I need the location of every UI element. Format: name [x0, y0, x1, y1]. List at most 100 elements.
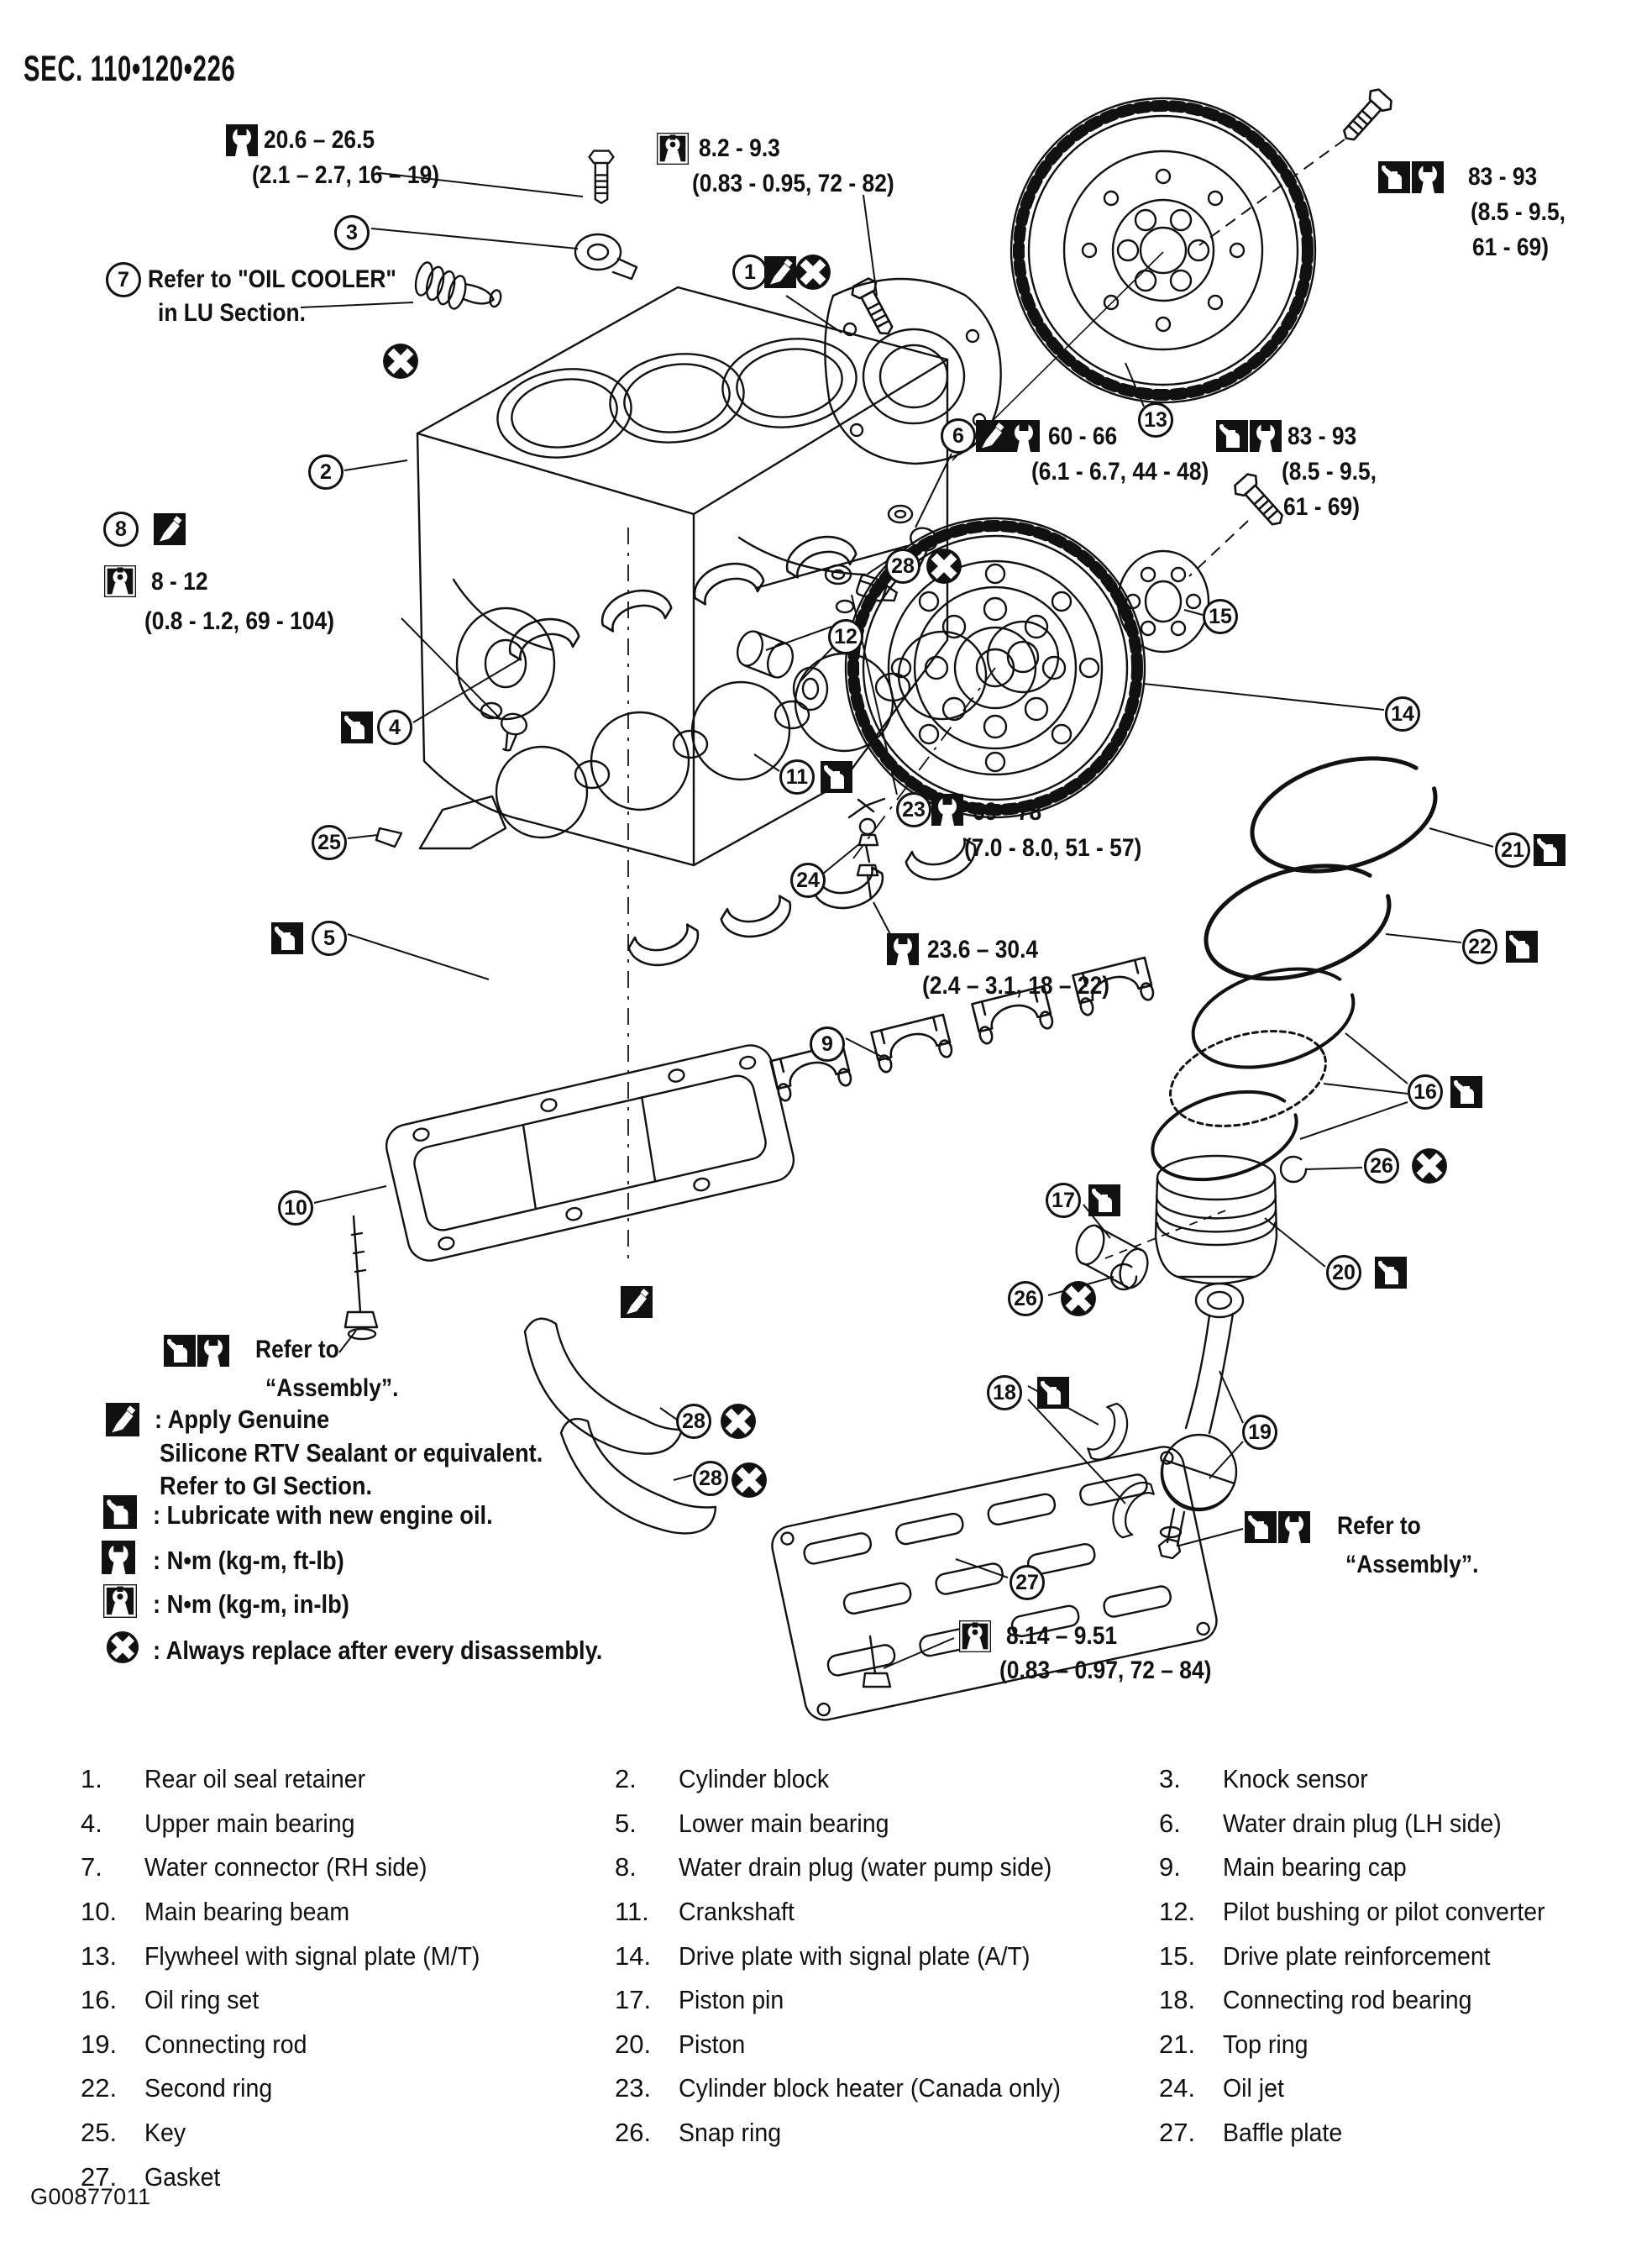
legend-oil-icon — [103, 1495, 137, 1529]
callout-balloon-10: 10 — [278, 1190, 313, 1226]
legend-text-0: : Apply Genuine — [155, 1405, 330, 1434]
oil-icon — [1450, 1076, 1482, 1108]
sealant-icon — [764, 256, 796, 288]
callout-balloon-9: 9 — [810, 1026, 845, 1062]
part-list-cell: 4.Upper main bearing — [81, 1802, 615, 1846]
annotation-text: “Assembly”. — [1345, 1551, 1479, 1578]
callout-balloon-17: 17 — [1046, 1183, 1081, 1218]
annotation-text: (0.83 – 0.97, 72 – 84) — [999, 1657, 1212, 1684]
part-list-cell: 22.Second ring — [81, 2066, 615, 2111]
legend-sealant-icon — [106, 1403, 139, 1436]
part-list-cell: 6.Water drain plug (LH side) — [1159, 1802, 1592, 1846]
part-name: Piston — [679, 2029, 746, 2059]
legend-text-3: : N•m (kg-m, in-lb) — [153, 1589, 349, 1619]
annotation-text: Refer to "OIL COOLER" — [148, 265, 396, 293]
legend-wrench-inlb-icon — [103, 1584, 137, 1618]
part-list-cell: 25. Key — [81, 2111, 615, 2155]
part-number: 20. — [615, 2029, 652, 2059]
part-name: Water drain plug (water pump side) — [679, 1852, 1052, 1882]
wrench-icon — [1412, 161, 1444, 193]
part-name: Key — [144, 2118, 186, 2148]
part-list-cell: 14.Drive plate with signal plate (A/T) — [615, 1934, 1159, 1978]
part-list-cell: 24.Oil jet — [1159, 2066, 1592, 2111]
part-name: Flywheel with signal plate (M/T) — [144, 1940, 480, 1971]
replace-x-icon — [926, 548, 962, 585]
callout-balloon-21: 21 — [1495, 832, 1530, 868]
annotation-text: 69 - 78 — [973, 798, 1042, 826]
part-list-cell: 5. Lower main bearing — [615, 1802, 1159, 1846]
annotation-text: 61 - 69) — [1283, 493, 1360, 521]
part-name: Lower main bearing — [679, 1808, 889, 1838]
part-name: Baffle plate — [1223, 2118, 1343, 2148]
legend-replace-x-icon — [106, 1630, 139, 1664]
annotation-text: 23.6 – 30.4 — [927, 936, 1039, 963]
oil-icon — [1375, 1257, 1407, 1289]
legend-text-0: Refer to GI Section. — [160, 1471, 373, 1500]
callout-balloon-28: 28 — [885, 549, 920, 584]
wrench-inlb-icon — [959, 1620, 991, 1652]
part-list-cell — [1159, 2155, 1592, 2199]
part-list-cell: 17.Piston pin — [615, 1978, 1159, 2023]
annotation-text: 60 - 66 — [1048, 423, 1118, 450]
oil-icon — [821, 761, 852, 793]
oil-icon — [1245, 1511, 1277, 1543]
wrench-icon — [197, 1335, 229, 1367]
part-number: 15. — [1159, 1940, 1196, 1971]
wrench-icon — [1008, 420, 1040, 452]
wrench-icon — [1250, 420, 1282, 452]
part-number: 5. — [615, 1808, 637, 1838]
oil-icon — [1534, 834, 1565, 866]
part-number: 12. — [1159, 1897, 1196, 1927]
replace-x-icon — [731, 1462, 768, 1499]
part-number: 16. — [81, 1985, 118, 2015]
part-name: Pilot bushing or pilot converter — [1223, 1897, 1545, 1927]
part-list-cell: 2.Cylinder block — [615, 1757, 1159, 1802]
annotation-text: in LU Section. — [158, 299, 307, 327]
part-list-cell: 15. Drive plate reinforcement — [1159, 1934, 1592, 1978]
part-name: Drive plate reinforcement — [1223, 1940, 1491, 1971]
callout-balloon-16: 16 — [1408, 1074, 1443, 1110]
legend-text-0: Silicone RTV Sealant or equivalent. — [160, 1438, 543, 1468]
part-name: Water drain plug (LH side) — [1223, 1808, 1502, 1838]
part-name: Connecting rod bearing — [1223, 1985, 1472, 2015]
callout-balloon-1: 1 — [732, 255, 768, 290]
oil-icon — [1506, 931, 1538, 963]
oil-icon — [271, 922, 303, 954]
part-list-cell: 23.Cylinder block heater (Canada only) — [615, 2066, 1159, 2111]
part-number: 3. — [1159, 1764, 1181, 1794]
replace-x-icon — [795, 254, 831, 291]
part-number: 23. — [615, 2073, 652, 2103]
callout-balloon-27: 27 — [1010, 1565, 1045, 1600]
callout-balloon-28: 28 — [676, 1404, 711, 1439]
part-list-cell: 10.Main bearing beam — [81, 1890, 615, 1935]
callout-balloon-18: 18 — [987, 1375, 1022, 1410]
part-name: Rear oil seal retainer — [144, 1764, 366, 1794]
part-list-cell: 8. Water drain plug (water pump side) — [615, 1846, 1159, 1890]
replace-x-icon — [1411, 1147, 1448, 1184]
callout-balloon-12: 12 — [828, 619, 863, 654]
part-name: Gasket — [144, 2161, 221, 2192]
annotation-text: (0.83 - 0.95, 72 - 82) — [692, 170, 894, 197]
part-name: Main bearing cap — [1223, 1852, 1407, 1882]
oil-icon — [1088, 1184, 1120, 1216]
part-number: 25. — [81, 2118, 118, 2148]
callout-balloon-3: 3 — [334, 215, 370, 250]
part-name: Cylinder block — [679, 1764, 830, 1794]
figure-code: G00877011 — [30, 2184, 151, 2209]
replace-x-icon — [720, 1403, 757, 1440]
legend-wrench-icon — [102, 1541, 135, 1574]
callout-balloon-22: 22 — [1462, 929, 1497, 964]
part-name: Crankshaft — [679, 1897, 795, 1927]
annotation-text: (0.8 - 1.2, 69 - 104) — [144, 607, 334, 635]
callout-balloon-6: 6 — [941, 418, 976, 454]
part-list-cell: 26.Snap ring — [615, 2111, 1159, 2155]
part-number: 8. — [615, 1852, 637, 1882]
wrench-icon — [1278, 1511, 1310, 1543]
part-number: 17. — [615, 1985, 652, 2015]
callout-balloon-28: 28 — [693, 1461, 728, 1496]
part-list-cell — [615, 2155, 1159, 2199]
annotation-text: 8 - 12 — [151, 568, 208, 596]
wrench-inlb-icon — [657, 133, 689, 165]
wrench-icon — [887, 933, 919, 965]
